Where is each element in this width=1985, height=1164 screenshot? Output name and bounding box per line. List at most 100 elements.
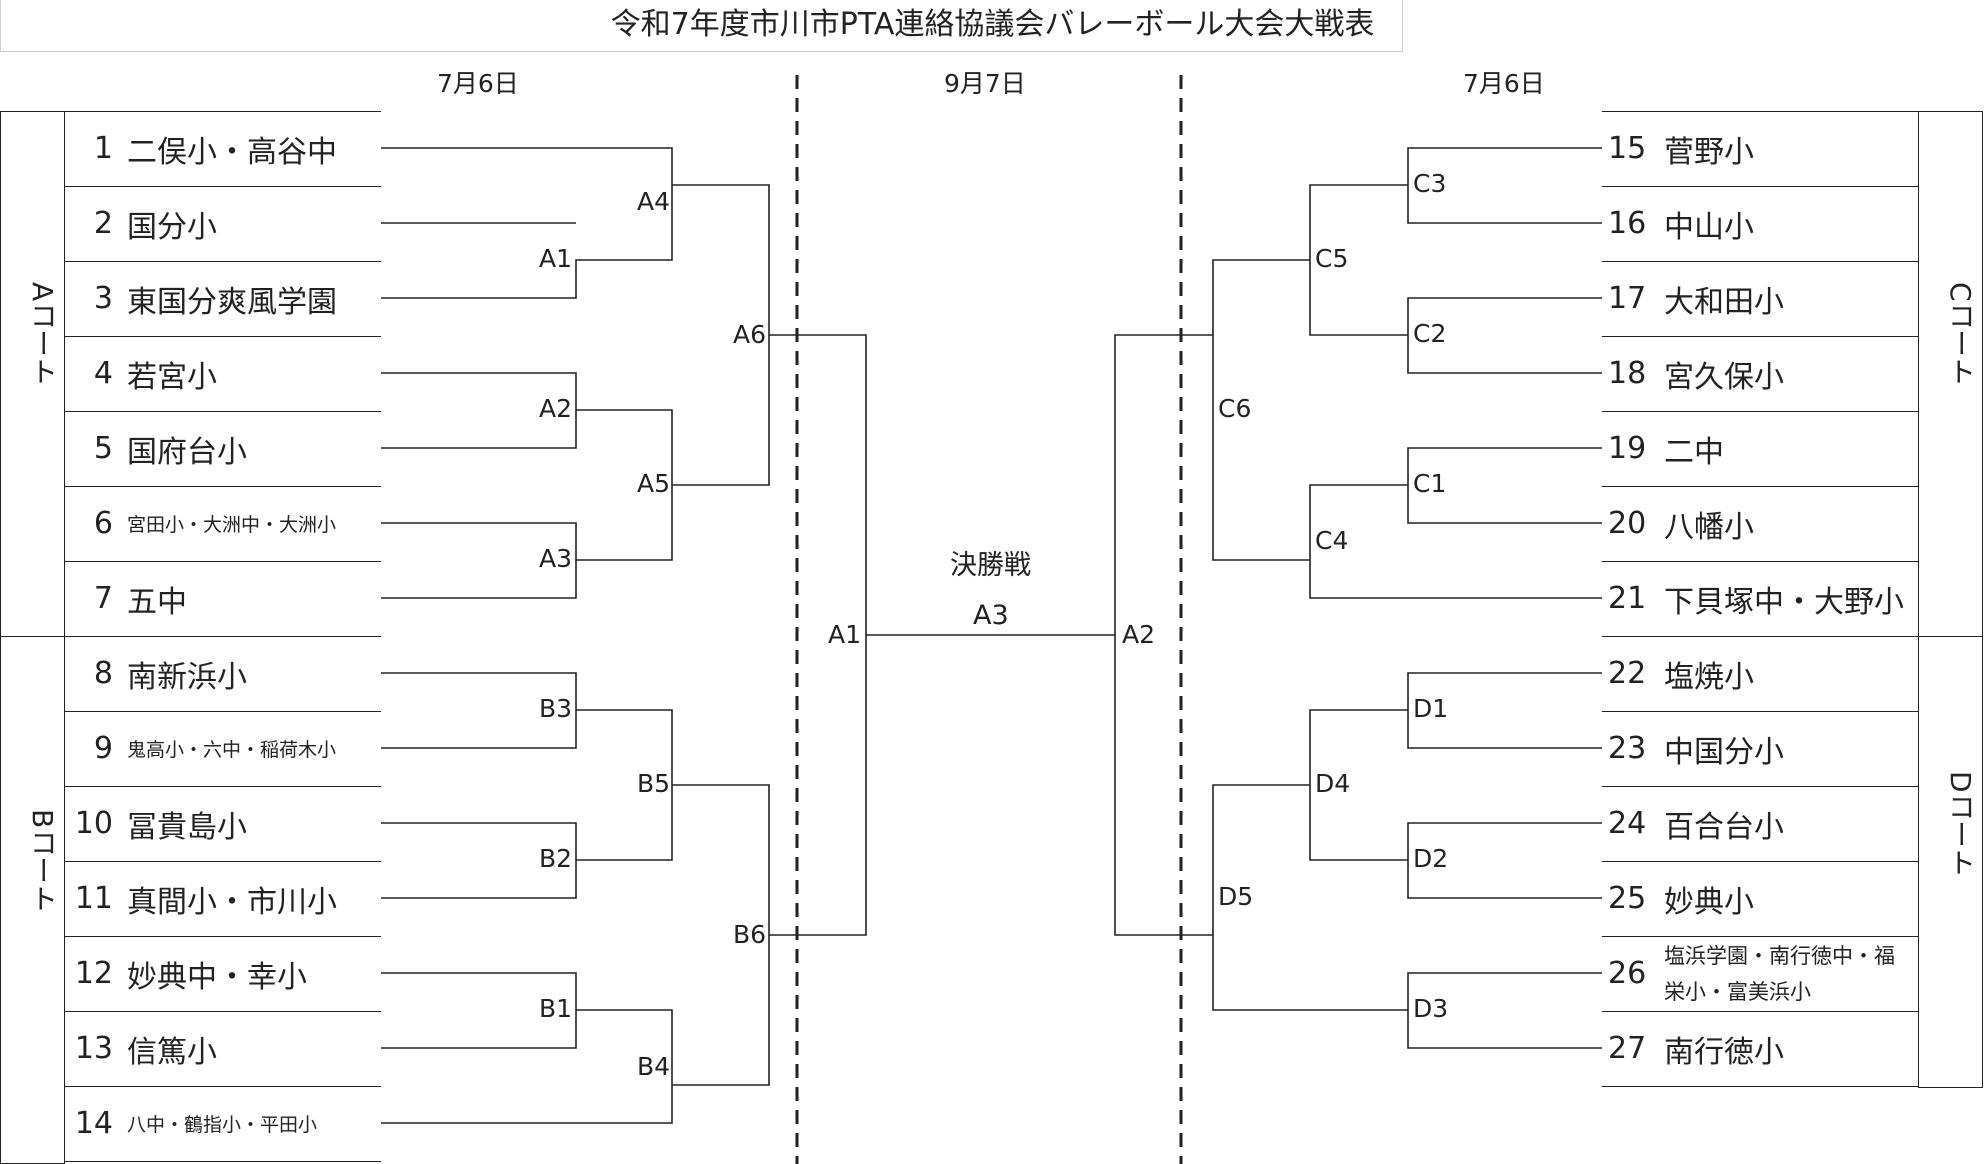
row-divider bbox=[1602, 486, 1918, 487]
team-name: 八幡小 bbox=[1664, 509, 1754, 545]
team-name: 二中 bbox=[1664, 434, 1724, 470]
row-divider bbox=[65, 111, 381, 112]
court-c: Cコート bbox=[1918, 111, 1983, 637]
match-label-a1: A1 bbox=[539, 244, 573, 273]
team-number: 24 bbox=[1608, 806, 1647, 841]
final-match-label: A3 bbox=[973, 600, 1009, 631]
bracket-line bbox=[1212, 259, 1310, 561]
team-name: 妙典中・幸小 bbox=[127, 959, 307, 995]
match-label-b6: B6 bbox=[733, 920, 767, 949]
team-number: 11 bbox=[74, 881, 113, 916]
team-entry: 9 鬼高小・六中・稲荷木小 bbox=[70, 711, 336, 786]
team-name: 中国分小 bbox=[1664, 734, 1784, 770]
team-number: 7 bbox=[93, 581, 113, 616]
row-divider bbox=[1602, 336, 1918, 337]
match-label-semi-left: A1 bbox=[828, 620, 862, 649]
team-name: 冨貴島小 bbox=[127, 809, 247, 845]
court-b-label: Bコート bbox=[26, 809, 59, 913]
row-divider bbox=[1602, 861, 1918, 862]
team-number: 6 bbox=[93, 506, 113, 541]
court-c-label: Cコート bbox=[1944, 282, 1977, 386]
match-label-c1: C1 bbox=[1413, 469, 1447, 498]
row-divider bbox=[65, 861, 381, 862]
team-entry: 25 妙典小 bbox=[1608, 861, 1754, 936]
team-name: 中山小 bbox=[1664, 209, 1754, 245]
team-entry: 6 宮田小・大洲中・大洲小 bbox=[70, 486, 336, 561]
team-name: 塩浜学園・南行徳中・福栄小・富美浜小 bbox=[1664, 943, 1895, 1004]
team-name: 東国分爽風学園 bbox=[127, 284, 337, 320]
team-number: 13 bbox=[74, 1031, 113, 1066]
match-label-d1: D1 bbox=[1413, 694, 1449, 723]
team-entry: 13 信篤小 bbox=[70, 1011, 217, 1086]
row-divider bbox=[1602, 111, 1918, 112]
team-name: 百合台小 bbox=[1664, 809, 1784, 845]
team-number: 21 bbox=[1608, 581, 1647, 616]
team-name: 二俣小・高谷中 bbox=[127, 134, 337, 170]
match-label-a3: A3 bbox=[539, 544, 573, 573]
match-label-a6: A6 bbox=[733, 320, 767, 349]
team-number: 18 bbox=[1608, 356, 1647, 391]
row-divider bbox=[65, 1011, 381, 1012]
team-entry: 24 百合台小 bbox=[1608, 786, 1784, 861]
page-title: 令和7年度市川市PTA連絡協議会バレーボール大会大戦表 bbox=[610, 7, 1375, 42]
court-d: Dコート bbox=[1918, 636, 1983, 1088]
team-name: 若宮小 bbox=[127, 359, 217, 395]
team-number: 26 bbox=[1608, 956, 1647, 991]
team-number: 12 bbox=[74, 956, 113, 991]
bracket-line bbox=[1212, 784, 1408, 1011]
match-label-b2: B2 bbox=[539, 844, 573, 873]
title-frame bbox=[0, 0, 1403, 52]
row-divider bbox=[65, 486, 381, 487]
row-divider bbox=[65, 711, 381, 712]
row-divider bbox=[65, 336, 381, 337]
bracket-line bbox=[381, 1009, 673, 1124]
team-number: 2 bbox=[93, 206, 113, 241]
match-label-c2: C2 bbox=[1413, 319, 1447, 348]
team-name: 鬼高小・六中・稲荷木小 bbox=[127, 739, 337, 761]
team-number: 27 bbox=[1608, 1031, 1647, 1066]
match-label-b3: B3 bbox=[539, 694, 573, 723]
team-name: 妙典小 bbox=[1664, 884, 1754, 920]
team-name: 菅野小 bbox=[1664, 134, 1754, 170]
team-number: 23 bbox=[1608, 731, 1647, 766]
team-number: 1 bbox=[93, 131, 113, 166]
bracket-line bbox=[381, 147, 673, 299]
bracket-line bbox=[1309, 484, 1602, 599]
match-label-d3: D3 bbox=[1413, 994, 1449, 1023]
match-label-a5: A5 bbox=[637, 469, 671, 498]
team-number: 25 bbox=[1608, 881, 1647, 916]
match-label-c6: C6 bbox=[1218, 394, 1252, 423]
date-right: 7月6日 bbox=[1463, 69, 1545, 98]
row-divider bbox=[65, 1086, 381, 1087]
team-number: 19 bbox=[1608, 431, 1647, 466]
match-label-c3: C3 bbox=[1413, 169, 1447, 198]
court-a-label: Aコート bbox=[26, 282, 59, 386]
team-entry: 26 塩浜学園・南行徳中・福栄小・富美浜小 bbox=[1608, 936, 1914, 1011]
team-number: 3 bbox=[93, 281, 113, 316]
team-entry: 18 宮久保小 bbox=[1608, 336, 1784, 411]
match-label-c4: C4 bbox=[1315, 526, 1349, 555]
team-entry: 3 東国分爽風学園 bbox=[70, 261, 337, 336]
team-number: 15 bbox=[1608, 131, 1647, 166]
team-entry: 19 二中 bbox=[1608, 411, 1724, 486]
row-divider bbox=[1602, 636, 1918, 637]
row-divider bbox=[65, 936, 381, 937]
team-name: 信篤小 bbox=[127, 1034, 217, 1070]
match-label-d2: D2 bbox=[1413, 844, 1449, 873]
team-name: 宮久保小 bbox=[1664, 359, 1784, 395]
row-divider bbox=[1602, 261, 1918, 262]
team-number: 17 bbox=[1608, 281, 1647, 316]
match-label-d5: D5 bbox=[1218, 882, 1254, 911]
match-label-a4: A4 bbox=[637, 187, 671, 216]
team-number: 9 bbox=[93, 731, 113, 766]
team-name: 宮田小・大洲中・大洲小 bbox=[127, 514, 337, 536]
row-divider bbox=[65, 261, 381, 262]
